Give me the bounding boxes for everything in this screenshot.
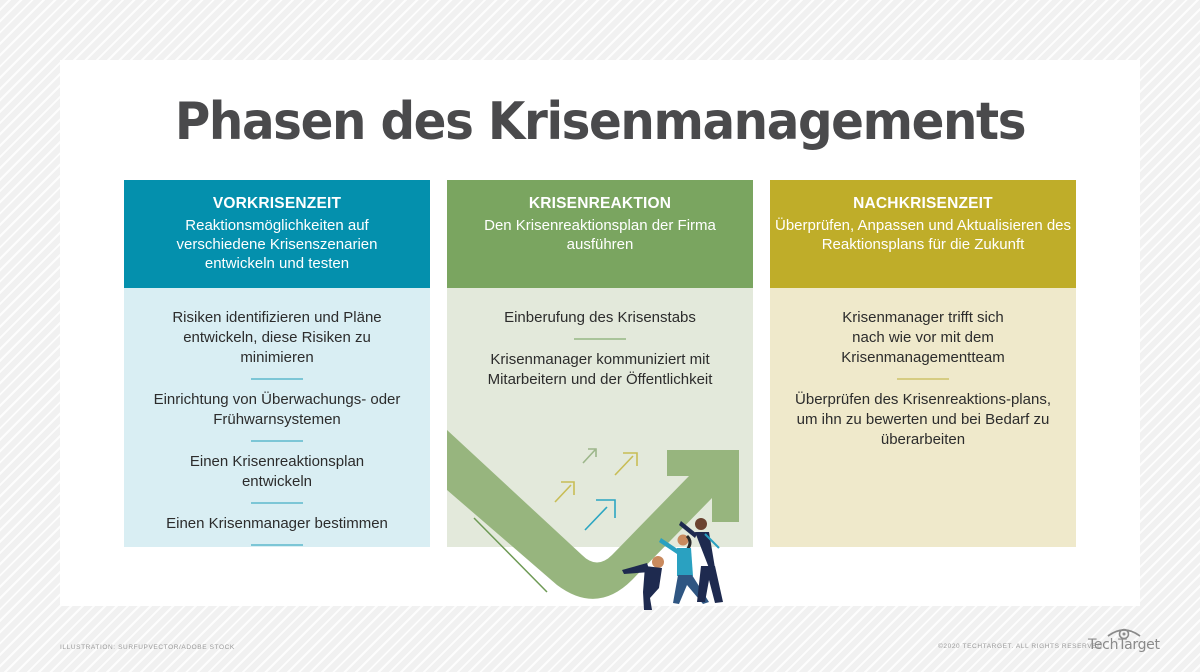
phase-heading: NACHKRISENZEIT (853, 195, 993, 212)
growth-arrow-icon (447, 430, 739, 599)
phase-header: VORKRISENZEIT Reaktionsmöglichkeiten auf… (124, 180, 430, 288)
divider (251, 378, 303, 380)
divider (251, 544, 303, 546)
phase-body: Risiken identifizieren und Pläne entwick… (124, 288, 430, 547)
phase-item: Risiken identifizieren und Pläne entwick… (172, 309, 382, 366)
techtarget-logo: TechTarget (1088, 626, 1160, 656)
phase-item: Einen Krisenreaktionsplan entwickeln (189, 453, 365, 490)
phase-item: Überprüfen des Krisenreaktions-plans, um… (795, 391, 1051, 448)
phase-header: KRISENREAKTION Den Krisenreaktionsplan d… (447, 180, 753, 288)
phase-subtitle: Reaktionsmöglichkeiten auf verschiedene … (176, 217, 378, 272)
phase-item: Einen Krisenmanager bestimmen (166, 515, 388, 532)
people-pushing-icon (622, 518, 723, 610)
phase-item: Einrichtung von Überwachungs- oder Frühw… (153, 391, 401, 428)
phase-item: Einberufung des Krisenstabs (504, 309, 696, 326)
phase-header: NACHKRISENZEIT Überprüfen, Anpassen und … (770, 180, 1076, 288)
phase-subtitle: Den Krisenreaktionsplan der Firma ausfüh… (484, 217, 716, 253)
phase-column-pre-crisis: VORKRISENZEIT Reaktionsmöglichkeiten auf… (124, 180, 430, 547)
phase-item: Krisenmanager trifft sich nach wie vor m… (841, 309, 1005, 366)
divider (574, 338, 626, 340)
phase-heading: VORKRISENZEIT (212, 195, 342, 212)
divider (251, 440, 303, 442)
phase-item: Krisenmanager kommuniziert mit Mitarbeit… (487, 351, 713, 388)
logo-text: TechTarget (1088, 637, 1160, 653)
illustration-credit: ILLUSTRATION: SURFUPVECTOR/ADOBE STOCK (60, 644, 235, 651)
phase-column-post-crisis: NACHKRISENZEIT Überprüfen, Anpassen und … (770, 180, 1076, 547)
divider (251, 502, 303, 504)
small-arrows-icon (554, 448, 638, 531)
phase-body: Krisenmanager trifft sich nach wie vor m… (770, 288, 1076, 547)
page-title: Phasen des Krisenmanagements (174, 92, 1027, 152)
phase-subtitle: Überprüfen, Anpassen und Aktualisieren d… (774, 217, 1072, 253)
copyright-notice: ©2020 TECHTARGET. ALL RIGHTS RESERVED (938, 643, 1103, 650)
divider (897, 378, 949, 380)
upward-arrow-illustration (447, 430, 739, 610)
phase-heading: KRISENREAKTION (528, 195, 672, 212)
eye-logo-icon (1107, 628, 1141, 640)
